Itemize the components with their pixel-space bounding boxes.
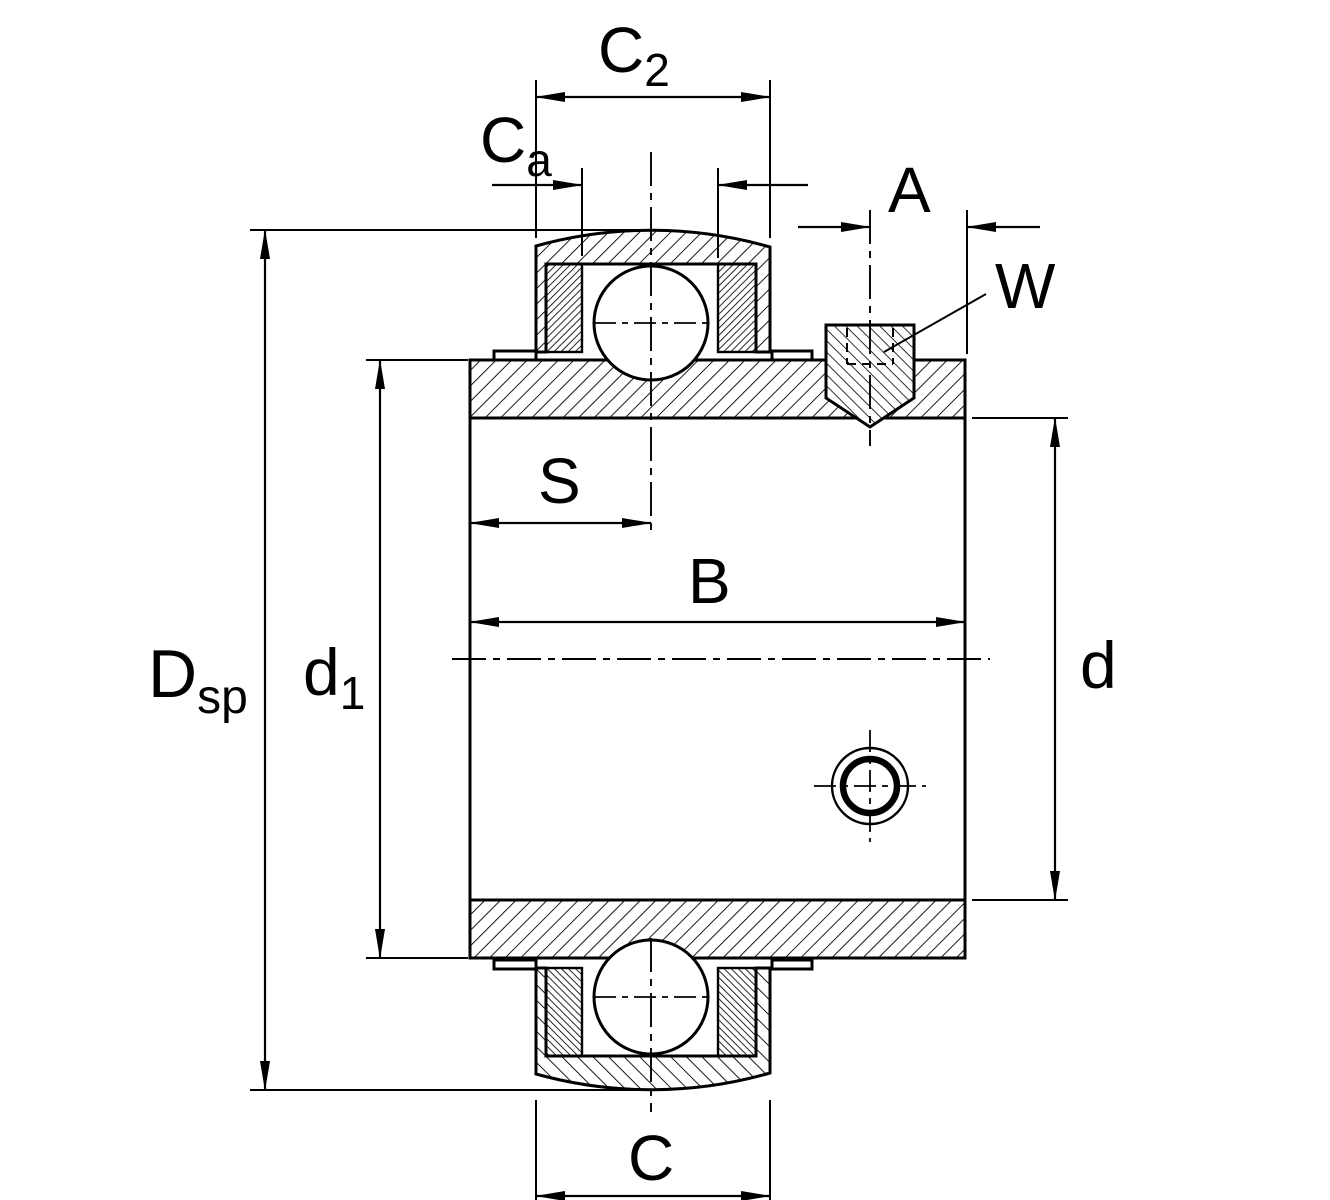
inner-ring-land-left bbox=[492, 349, 538, 362]
dim-c bbox=[535, 1100, 771, 1200]
dim-label-a: A bbox=[888, 154, 931, 226]
w-leader-line bbox=[883, 293, 987, 353]
bearing-section-top bbox=[492, 228, 814, 382]
dim-label-s: S bbox=[538, 445, 581, 517]
dim-label-c2: C2 bbox=[598, 14, 670, 96]
centerlines bbox=[452, 152, 990, 1112]
bearing-section-bottom bbox=[492, 938, 814, 1092]
inner-ring-land-right bbox=[770, 349, 814, 362]
seal-left bbox=[544, 262, 584, 354]
dim-d1 bbox=[366, 359, 468, 959]
dim-ca bbox=[492, 168, 808, 258]
dim-label-c: C bbox=[628, 1122, 674, 1194]
dim-label-w: W bbox=[995, 250, 1056, 322]
dim-dsp bbox=[250, 229, 658, 1091]
dim-label-dsp: Dsp bbox=[148, 636, 248, 724]
dim-a bbox=[798, 210, 1040, 354]
inner-ring-bottom-band bbox=[470, 900, 965, 958]
dim-c2 bbox=[535, 80, 771, 238]
dim-label-d: d bbox=[1080, 628, 1117, 702]
seal-right bbox=[716, 262, 758, 354]
dim-label-d1: d1 bbox=[303, 635, 365, 719]
dimension-labels: C2 Ca A W S B Dsp d1 d C bbox=[148, 14, 1117, 1194]
dim-label-b: B bbox=[688, 545, 731, 617]
setscrew-hole-projection bbox=[814, 730, 926, 842]
dim-label-ca: Ca bbox=[480, 104, 552, 186]
dim-d bbox=[972, 417, 1068, 901]
